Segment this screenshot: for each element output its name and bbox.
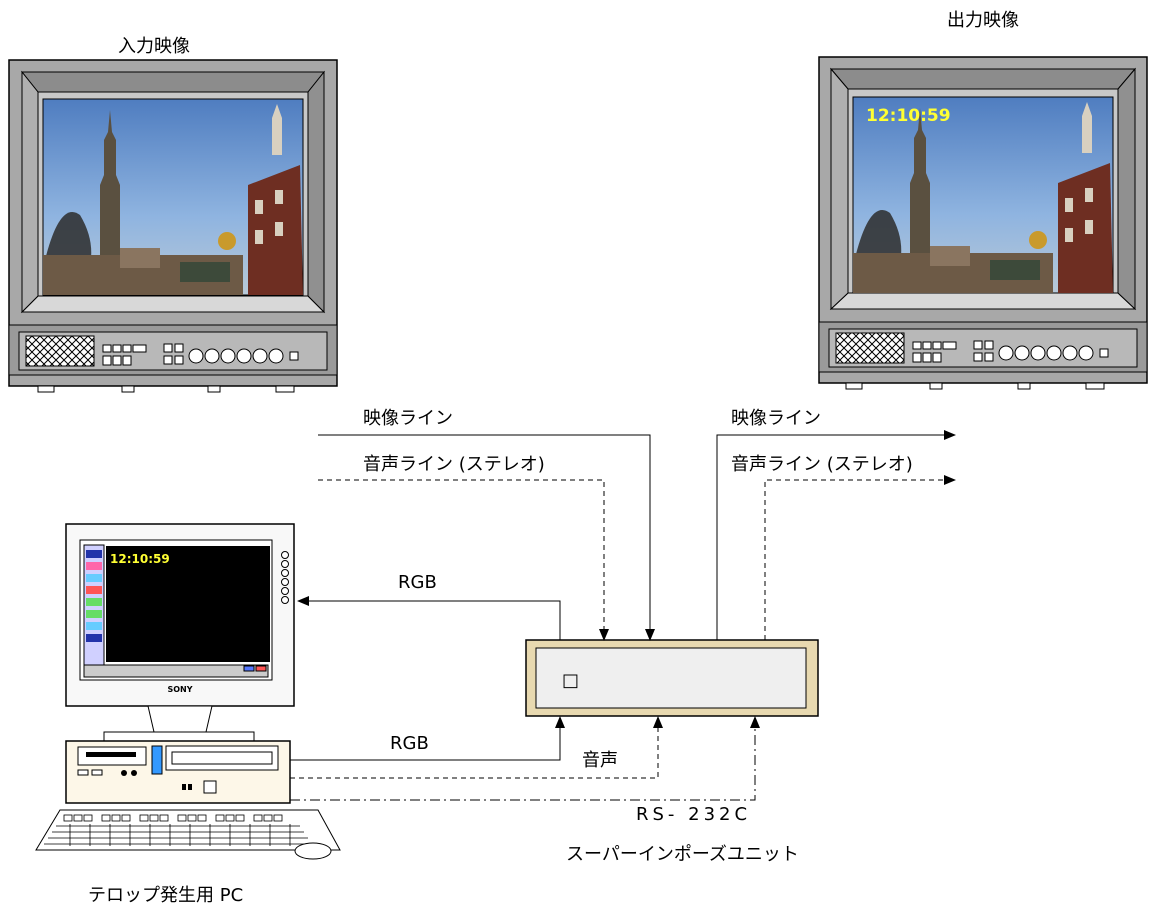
audio-line-in-label: 音声ライン (ステレオ) [363, 454, 545, 475]
speaker-grill-icon [25, 335, 95, 367]
pc-status-bar [83, 664, 269, 678]
connections [290, 430, 956, 801]
superimpose-unit: □ [525, 639, 819, 717]
input-monitor [8, 59, 338, 393]
audio-line-out-label: 音声ライン (ステレオ) [731, 454, 913, 475]
brand-logo: SONY [167, 685, 192, 694]
output-video-label: 出力映像 [947, 10, 1019, 31]
output-screen-image [852, 96, 1114, 294]
input-video-label: 入力映像 [118, 36, 190, 57]
pc-timecode: 12:10:59 [110, 552, 170, 566]
rs232c-label: RS- 232C [636, 804, 752, 825]
sidebar-swatches [86, 550, 102, 642]
keyboard-icon [35, 809, 341, 860]
video-line-in-label: 映像ライン [363, 408, 453, 429]
telop-pc: 12:10:59 SONY [35, 523, 341, 860]
pc-monitor-knobs [281, 551, 289, 604]
pc-label: テロップ発生用 PC [88, 885, 244, 906]
monitor-buttons [102, 343, 299, 366]
superimpose-unit-label: スーパーインポーズユニット [566, 844, 799, 865]
input-screen-image [42, 98, 304, 296]
rgb-from-pc-label: RGB [390, 733, 429, 754]
unit-indicator: □ [562, 670, 579, 691]
output-monitor: 12:10:59 [818, 56, 1148, 390]
audio-from-pc-label: 音声 [582, 750, 618, 771]
output-timecode: 12:10:59 [866, 106, 951, 126]
video-line-out-label: 映像ライン [731, 408, 821, 429]
rgb-to-monitor-label: RGB [398, 572, 437, 593]
speaker-grill-icon [835, 332, 905, 364]
